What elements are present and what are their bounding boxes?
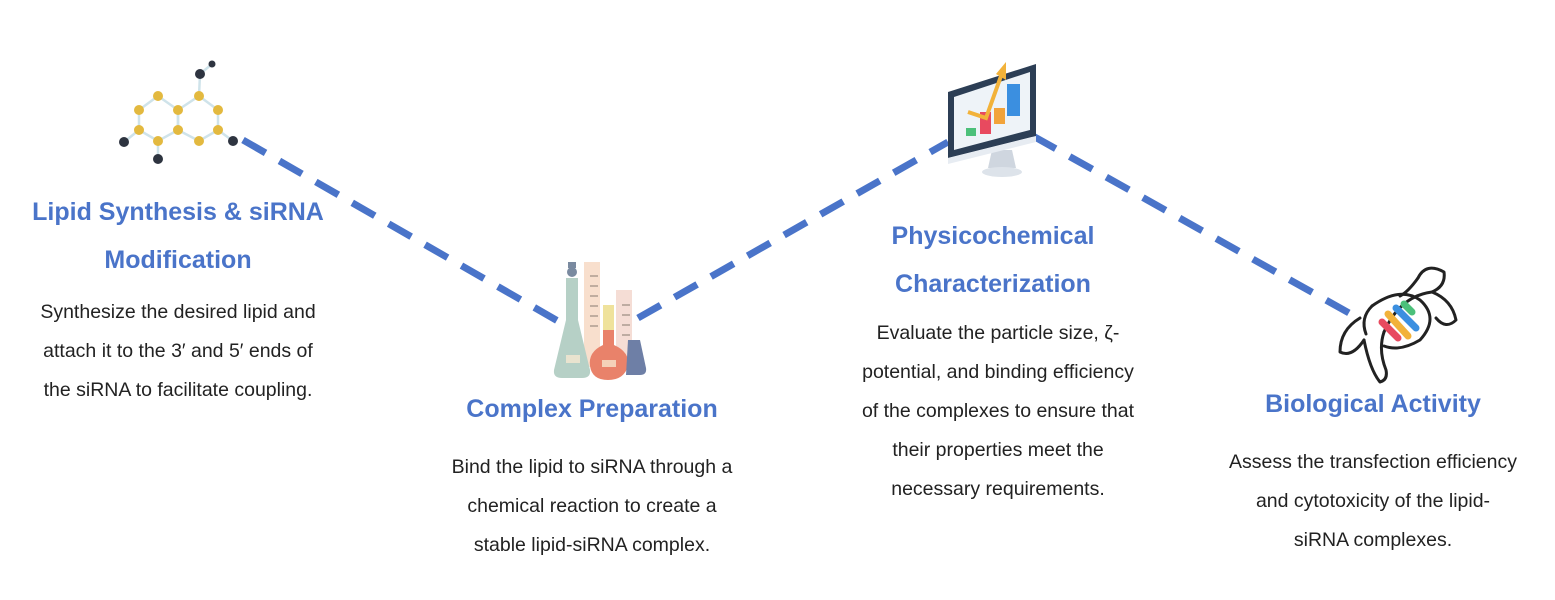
dna-helix-icon: [1338, 266, 1458, 384]
step-title: Biological Activity: [1198, 380, 1548, 428]
step-title: Physicochemical Characterization: [820, 212, 1166, 308]
title-line: Physicochemical: [891, 222, 1095, 250]
title-line: Lipid Synthesis & siRNA: [32, 198, 324, 226]
description-line: chemical reaction to create a: [467, 495, 717, 517]
description-line: attach it to the 3′ and 5′ ends of: [43, 340, 313, 362]
description-line: siRNA complexes.: [1293, 529, 1453, 551]
step-description: Evaluate the particle size, ζ- potential…: [820, 314, 1176, 509]
lab-flasks-icon: [553, 262, 647, 380]
description-line: Evaluate the particle size, ζ-: [876, 322, 1120, 344]
description-line: the siRNA to facilitate coupling.: [43, 379, 313, 401]
description-line: stable lipid-siRNA complex.: [473, 534, 711, 556]
description-line: their properties meet the: [892, 439, 1104, 461]
step-title: Lipid Synthesis & siRNA Modification: [0, 188, 356, 284]
description-line: Synthesize the desired lipid and: [40, 301, 316, 323]
title-line: Biological Activity: [1265, 390, 1481, 418]
title-line: Complex Preparation: [466, 395, 718, 423]
description-line: of the complexes to ensure that: [861, 400, 1135, 422]
molecule-icon: [119, 60, 238, 164]
step-description: Assess the transfection efficiency and c…: [1198, 443, 1548, 560]
step-title: Complex Preparation: [416, 385, 768, 433]
title-line: Characterization: [895, 270, 1091, 298]
description-line: potential, and binding efficiency: [862, 361, 1134, 383]
monitor-chart-icon: [948, 62, 1036, 177]
step-description: Bind the lipid to siRNA through a chemic…: [416, 448, 768, 565]
description-line: and cytotoxicity of the lipid-: [1255, 490, 1491, 512]
title-line: Modification: [104, 246, 252, 274]
description-line: Assess the transfection efficiency: [1229, 451, 1517, 473]
description-line: necessary requirements.: [891, 478, 1105, 500]
step-description: Synthesize the desired lipid and attach …: [0, 293, 356, 410]
description-line: Bind the lipid to siRNA through a: [451, 456, 733, 478]
